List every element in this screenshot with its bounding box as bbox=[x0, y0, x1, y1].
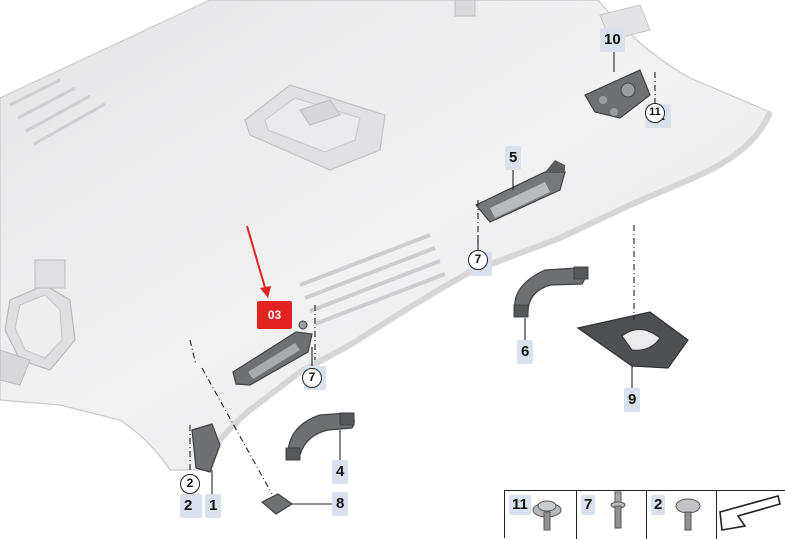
legend-cell-11[interactable]: 11 bbox=[505, 491, 577, 539]
part-6-grab-handle bbox=[513, 266, 589, 318]
fastener-circle-2[interactable]: 2 bbox=[180, 474, 200, 494]
highlight-arrow bbox=[246, 225, 271, 298]
legend-num-2: 2 bbox=[651, 495, 666, 515]
callout-8[interactable]: 8 bbox=[332, 492, 349, 516]
fastener-circle-7-rear[interactable]: 7 bbox=[468, 250, 488, 270]
callout-6[interactable]: 6 bbox=[517, 340, 534, 364]
part-03-bracket bbox=[232, 320, 313, 386]
part-8-clip bbox=[260, 493, 294, 515]
part-10-bracket bbox=[584, 69, 651, 119]
callout-4[interactable]: 4 bbox=[332, 460, 349, 484]
headliner-rim bbox=[197, 110, 773, 472]
fastener-circle-11[interactable]: 11 bbox=[645, 103, 665, 123]
legend-cell-7[interactable]: 7 bbox=[577, 491, 647, 539]
leader-lines bbox=[211, 52, 633, 505]
part-highlight-tag[interactable]: 03 bbox=[257, 301, 292, 329]
legend-num-7: 7 bbox=[581, 495, 596, 515]
legend-cell-2[interactable]: 2 bbox=[647, 491, 717, 539]
dome-light-recess bbox=[244, 84, 386, 171]
callout-1[interactable]: 1 bbox=[205, 494, 222, 518]
torx-screw-washer-icon bbox=[532, 500, 562, 531]
headliner-vent-center bbox=[299, 233, 446, 326]
fastener-circle-7-front[interactable]: 7 bbox=[302, 368, 322, 388]
mirror-mount-area bbox=[0, 259, 76, 386]
callout-2-label[interactable]: 2 bbox=[180, 494, 202, 518]
callout-10[interactable]: 10 bbox=[600, 28, 625, 52]
torx-screw-icon bbox=[675, 498, 701, 531]
legend-num-11: 11 bbox=[509, 495, 531, 515]
headliner-panel bbox=[0, 0, 771, 471]
catalog-arrow-icon bbox=[719, 495, 781, 531]
fastener-legend: 11 7 2 bbox=[504, 490, 785, 539]
part-1-trim bbox=[191, 423, 221, 473]
rivet-icon bbox=[610, 491, 626, 529]
headliner-vent-left bbox=[9, 78, 106, 146]
legend-cell-catalog[interactable] bbox=[717, 491, 785, 539]
legend-icons bbox=[532, 491, 781, 531]
callout-9[interactable]: 9 bbox=[624, 388, 641, 412]
part-4-grab-handle bbox=[285, 412, 355, 461]
part-5-bracket bbox=[475, 160, 566, 223]
part-9-cover bbox=[576, 311, 689, 369]
callout-5[interactable]: 5 bbox=[505, 146, 522, 170]
